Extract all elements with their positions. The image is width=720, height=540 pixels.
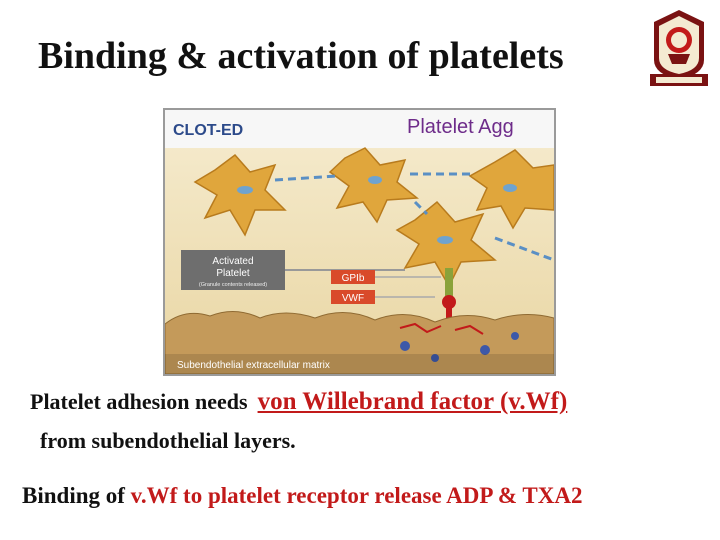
vwf-highlight: von Willebrand factor (v.Wf) xyxy=(257,388,568,415)
matrix-label: Subendothelial extracellular matrix xyxy=(177,360,330,371)
figure-header-band xyxy=(165,110,554,148)
vwf-tag xyxy=(331,290,375,304)
adhesion-prefix: Platelet adhesion needs xyxy=(30,389,248,414)
adhesion-sentence: Platelet adhesion needs von Willebrand fa… xyxy=(30,388,567,416)
gpib-label: GPIb xyxy=(342,273,365,284)
clot-ed-logo: CLOT-ED xyxy=(173,122,244,139)
activated-platelet-label-line2: Platelet xyxy=(216,268,250,279)
adhesion-sentence-line2: from subendothelial layers. xyxy=(40,428,296,453)
slide-title: Binding & activation of platelets xyxy=(38,35,564,77)
university-emblem-icon xyxy=(648,8,710,90)
binding-prefix: Binding of xyxy=(22,483,125,508)
binding-sentence: Binding of v.Wf to platelet receptor rel… xyxy=(22,483,582,509)
granule-note: (Granule contents released) xyxy=(199,282,267,288)
platelet-aggregation-figure: Activated Platelet (Granule contents rel… xyxy=(163,108,556,376)
gpib-tag xyxy=(331,270,375,284)
figure-header-title: Platelet Agg xyxy=(407,116,514,138)
vwf-label: VWF xyxy=(342,293,364,304)
binding-highlight: v.Wf to platelet receptor release ADP & … xyxy=(130,483,583,508)
activated-platelet-label: Activated xyxy=(212,256,253,267)
activated-platelet-callout xyxy=(181,250,285,290)
